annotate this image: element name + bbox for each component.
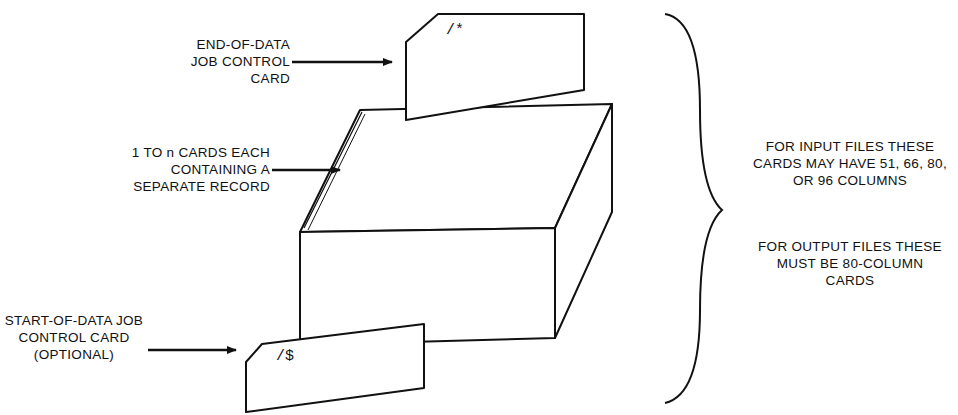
- callout-label: 1 TO n CARDS EACH CONTAINING A SEPARATE …: [120, 144, 270, 195]
- card-outline: [404, 12, 586, 122]
- job-control-card: /*: [404, 12, 586, 122]
- grouping-brace: [665, 14, 722, 403]
- card-code: /$: [276, 348, 294, 365]
- card-code: /*: [446, 22, 464, 39]
- leader-arrow: [272, 169, 340, 172]
- note-text: FOR INPUT FILES THESE CARDS MAY HAVE 51,…: [752, 138, 948, 189]
- card-outline: [244, 322, 426, 414]
- callout-label: START-OF-DATA JOB CONTROL CARD (OPTIONAL…: [4, 312, 144, 363]
- leader-arrow: [148, 349, 236, 352]
- note-text: FOR OUTPUT FILES THESE MUST BE 80-COLUMN…: [752, 238, 948, 289]
- leader-arrow: [292, 61, 392, 64]
- job-control-card: /$: [244, 322, 426, 414]
- callout-label: END-OF-DATA JOB CONTROL CARD: [190, 36, 290, 87]
- record-deck: [300, 104, 612, 345]
